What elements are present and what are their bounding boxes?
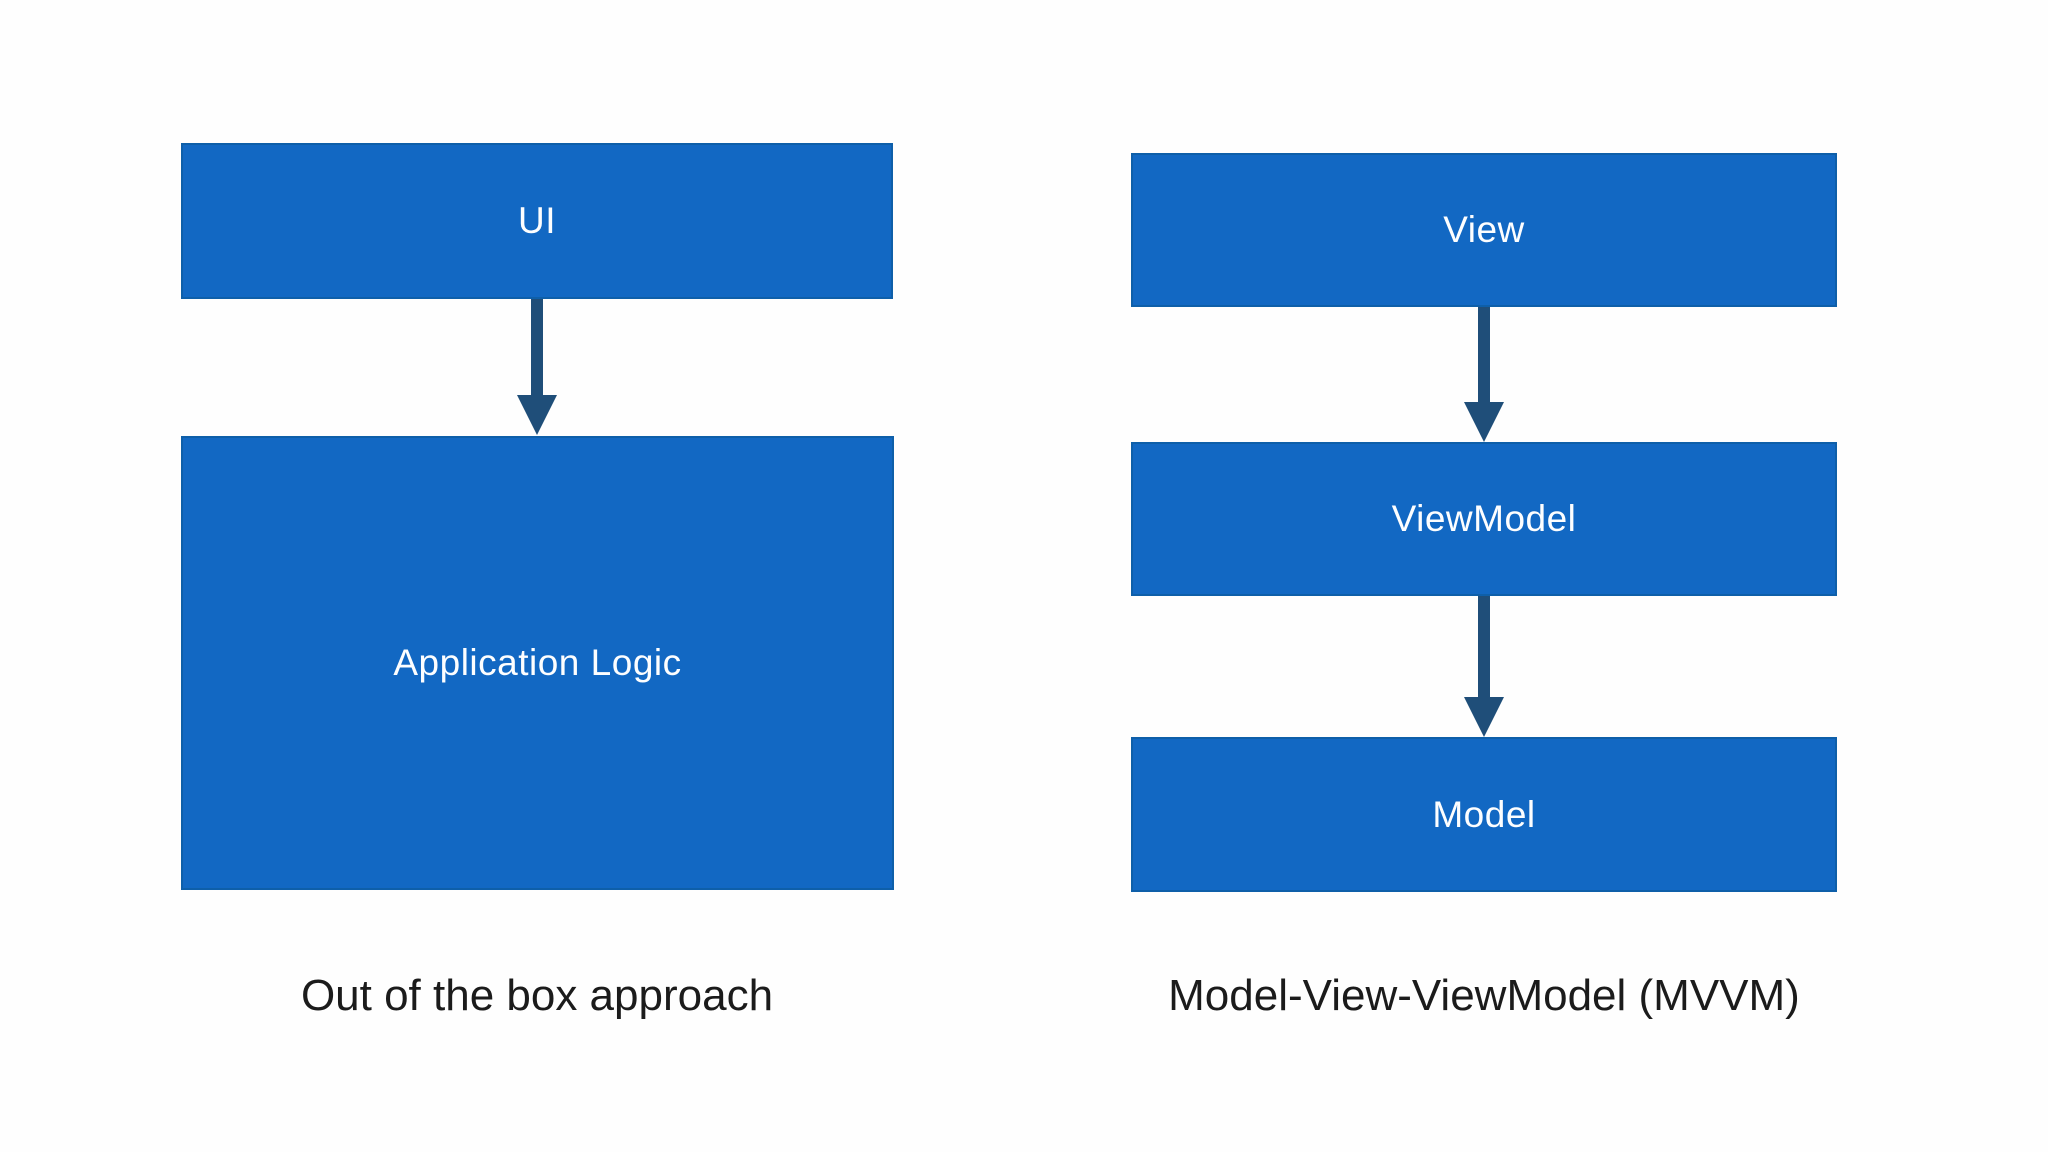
model-box: Model — [1131, 737, 1837, 892]
ui-box: UI — [181, 143, 893, 299]
arrow-head — [1464, 402, 1504, 442]
ui-box-label: UI — [518, 200, 556, 241]
arrow-stem — [531, 299, 543, 397]
application-logic-box-label: Application Logic — [393, 642, 682, 683]
mvvm-caption: Model-View-ViewModel (MVVM) — [1168, 971, 1800, 1020]
arrow-stem — [1478, 307, 1490, 404]
arrow-stem — [1478, 596, 1490, 698]
arrow-head — [517, 395, 557, 435]
viewmodel-box-label: ViewModel — [1391, 498, 1577, 539]
viewmodel-box: ViewModel — [1131, 442, 1837, 596]
view-box: View — [1131, 153, 1837, 307]
view-box-label: View — [1443, 209, 1525, 250]
model-box-label: Model — [1432, 793, 1536, 835]
out-of-box-caption: Out of the box approach — [300, 971, 774, 1020]
application-logic-box: Application Logic — [181, 436, 894, 890]
arrow-head — [1464, 697, 1504, 737]
